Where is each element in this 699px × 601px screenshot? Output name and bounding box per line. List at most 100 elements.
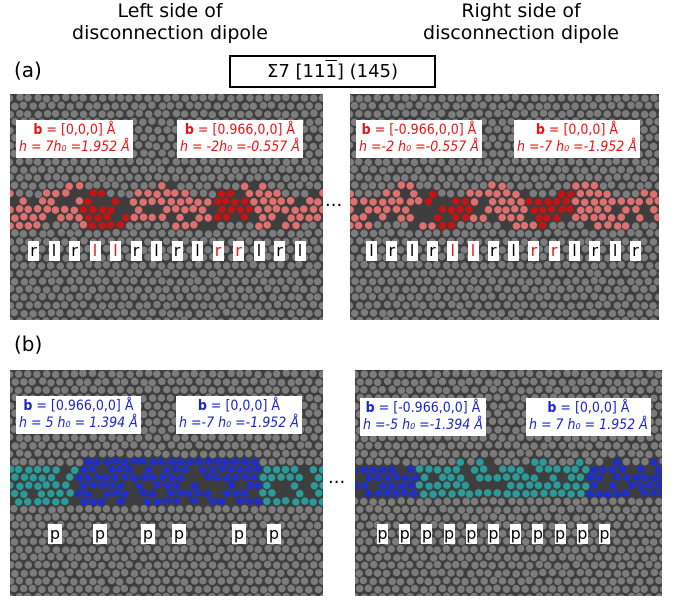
grain-atom (585, 157, 595, 166)
grain-atom (166, 165, 176, 175)
grain-atom (512, 409, 521, 419)
grain-atom (28, 441, 38, 451)
grain-atom (640, 94, 650, 103)
grain-atom (111, 505, 121, 514)
grain-atom (475, 536, 485, 546)
grain-atom (139, 165, 149, 175)
boundary-atom (308, 497, 318, 507)
grain-atom (377, 181, 386, 191)
grain-atom (162, 385, 172, 394)
grain-atom (286, 378, 296, 388)
grain-atom (65, 228, 75, 238)
grain-atom (451, 449, 461, 459)
grain-atom (55, 377, 65, 387)
grain-atom (350, 244, 359, 254)
grain-atom (392, 568, 401, 577)
interface-symbol: r (487, 241, 499, 261)
grain-atom (437, 188, 447, 198)
grain-atom (144, 418, 153, 427)
grain-atom (548, 188, 557, 198)
grain-atom (653, 308, 659, 317)
grain-atom (253, 592, 262, 596)
grain-atom (101, 165, 111, 175)
grain-atom (636, 513, 646, 523)
grain-atom (368, 165, 378, 174)
grain-atom (386, 544, 396, 554)
dipole-atom (230, 472, 240, 482)
grain-atom (84, 584, 94, 594)
grain-atom (580, 561, 590, 570)
grain-atom (602, 300, 612, 309)
grain-atom (185, 552, 195, 562)
grain-atom (281, 94, 291, 102)
grain-atom (396, 245, 405, 255)
grain-atom (194, 165, 204, 174)
grain-atom (235, 370, 245, 379)
grain-atom (443, 560, 453, 570)
grain-atom (138, 101, 148, 111)
grain-atom (521, 521, 531, 531)
boundary-atom (14, 497, 24, 507)
grain-atom (18, 100, 28, 110)
grain-atom (222, 377, 231, 387)
grain-atom (635, 449, 645, 459)
grain-atom (519, 300, 529, 310)
grain-atom (648, 237, 658, 247)
grain-atom (134, 385, 144, 395)
grain-atom (28, 520, 38, 530)
grain-atom (213, 520, 223, 530)
b-right-box-1: b = [-0.966,0,0] Å h =-5 h₀ =-1.394 Å (360, 398, 486, 436)
boundary-atom (424, 481, 434, 491)
grain-atom (470, 560, 480, 570)
boundary-atom (51, 497, 61, 507)
dipole-atom (566, 189, 576, 199)
grain-atom (272, 109, 282, 119)
grain-atom (231, 229, 241, 239)
grain-atom (138, 229, 148, 239)
boundary-atom (420, 473, 429, 482)
boundary-atom (589, 181, 599, 190)
grain-atom (465, 221, 474, 231)
grain-atom (23, 109, 32, 119)
grain-atom (616, 100, 626, 110)
grain-atom (589, 529, 599, 539)
dipole-atom (244, 496, 254, 506)
boundary-atom (581, 465, 591, 474)
grain-atom (221, 307, 231, 317)
grain-atom (567, 585, 576, 595)
grain-atom (423, 229, 433, 239)
grain-atom (622, 172, 631, 182)
grain-atom (640, 301, 649, 311)
grain-atom (97, 433, 107, 443)
grain-atom (88, 173, 97, 183)
grain-atom (299, 448, 309, 458)
grain-atom (147, 378, 157, 388)
grain-atom (15, 94, 25, 102)
grain-atom (190, 301, 200, 310)
boundary-atom (286, 213, 296, 223)
grain-atom (171, 109, 181, 118)
header-right-line2: disconnection dipole (423, 22, 619, 44)
grain-atom (392, 220, 401, 230)
grain-atom (139, 567, 149, 577)
grain-atom (38, 537, 47, 546)
grain-atom (23, 172, 33, 182)
grain-atom (561, 101, 571, 111)
boundary-atom (267, 488, 277, 498)
grain-atom (395, 308, 405, 318)
grain-atom (373, 157, 383, 167)
boundary-atom (465, 188, 475, 198)
boundary-atom (162, 205, 172, 214)
boundary-atom (639, 188, 649, 198)
grain-atom (612, 585, 621, 594)
grain-atom (55, 457, 65, 467)
grain-atom (542, 101, 552, 111)
grain-atom (456, 157, 466, 167)
grain-atom (401, 108, 411, 118)
grain-atom (139, 148, 149, 158)
grain-atom (51, 432, 61, 442)
grain-atom (571, 577, 581, 587)
grain-atom (184, 309, 193, 319)
grain-atom (199, 173, 209, 183)
grain-atom (464, 376, 474, 386)
